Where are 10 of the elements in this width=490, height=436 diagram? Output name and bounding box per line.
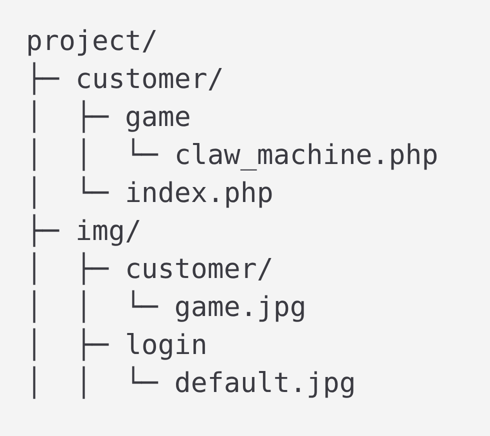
file-tree-entry: │ ├─ customer/ bbox=[26, 251, 274, 287]
file-tree-entry: │ ├─ game bbox=[26, 99, 191, 135]
file-tree-entry: project/ bbox=[26, 25, 158, 59]
file-tree-entry: │ ├─ login bbox=[26, 327, 208, 363]
file-tree-entry: │ │ └─ game.jpg bbox=[26, 289, 306, 325]
file-tree-entry: │ │ └─ default.jpg bbox=[26, 365, 356, 401]
file-tree-entry: ├─ customer/ bbox=[26, 61, 224, 97]
file-tree-entry: │ └─ index.php bbox=[26, 175, 274, 211]
file-tree-entry: ├─ img/ bbox=[26, 213, 142, 249]
file-tree-entry: │ │ └─ claw_machine.php bbox=[26, 137, 438, 173]
